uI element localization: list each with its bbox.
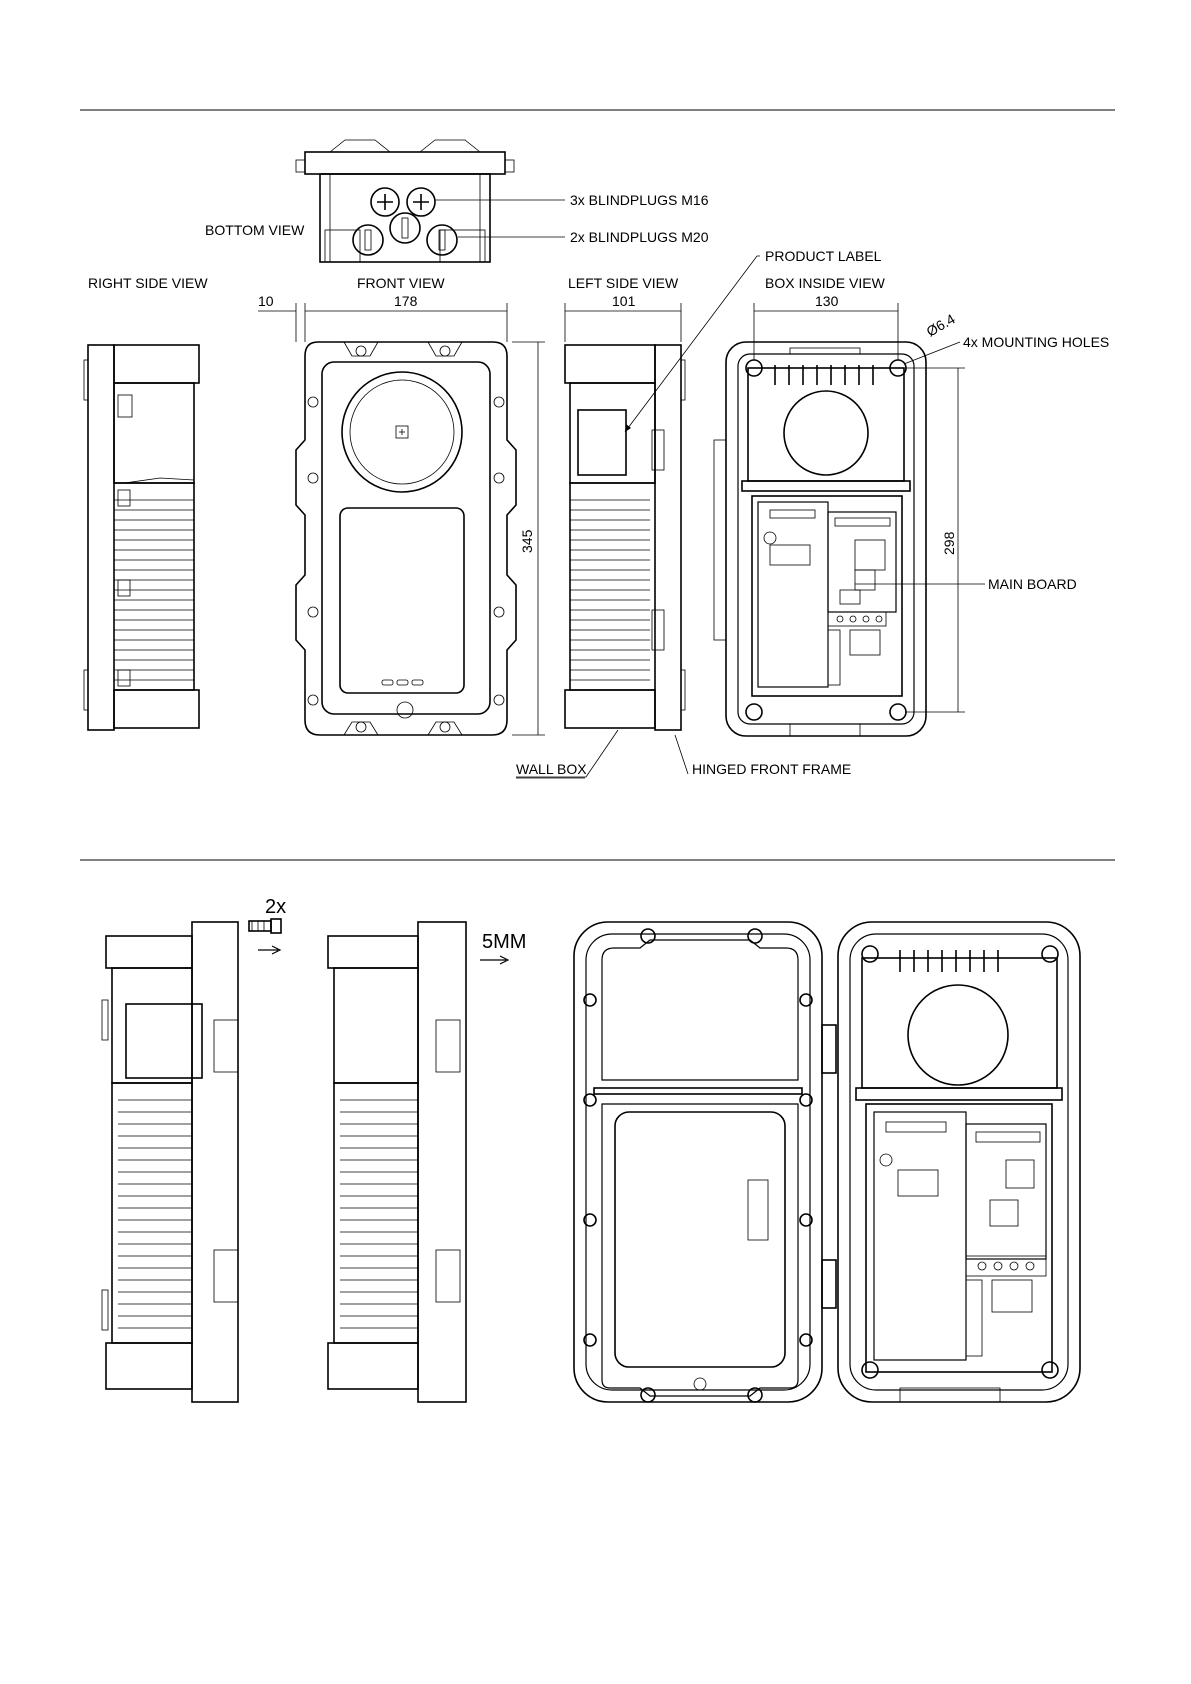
hinge-side-view-1 <box>102 922 238 1402</box>
blindplugs-m16-label: 3x BLINDPLUGS M16 <box>570 192 709 208</box>
leader-mounting-holes <box>904 342 960 364</box>
bottom-view-drawing <box>296 140 514 262</box>
dimension-hole-spacing: 298 <box>941 531 957 555</box>
right-side-fins <box>114 500 194 680</box>
wall-box-label: WALL BOX <box>516 761 587 777</box>
blindplugs-m20-label: 2x BLINDPLUGS M20 <box>570 229 709 245</box>
front-view-label: FRONT VIEW <box>357 275 445 291</box>
dimension-side-depth: 101 <box>612 293 636 309</box>
screw-icon <box>249 919 281 933</box>
screw-arrow-icon <box>258 946 280 954</box>
hinge-side-view-1-fins <box>118 1100 192 1328</box>
box-inside-view-drawing <box>714 342 926 736</box>
front-view-drawing <box>296 342 516 735</box>
hinge-connectors <box>822 1025 836 1308</box>
hinge-side-view-2 <box>328 922 466 1402</box>
dimension-lines-front <box>258 303 545 735</box>
main-board-label: MAIN BOARD <box>988 576 1077 592</box>
left-side-view-drawing <box>565 345 685 730</box>
product-label-label: PRODUCT LABEL <box>765 248 882 264</box>
hinged-front-frame-label: HINGED FRONT FRAME <box>692 761 851 777</box>
shift-label: 5MM <box>482 931 526 953</box>
open-wall-box <box>838 922 1080 1402</box>
dimension-front-width: 178 <box>394 293 418 309</box>
open-box-vent-slots <box>900 950 998 972</box>
dimension-lines-inside <box>754 303 965 712</box>
left-side-fins <box>570 500 650 680</box>
shift-arrow-icon <box>480 956 508 964</box>
open-front-frame <box>574 922 822 1402</box>
screws-count-label: 2x <box>265 896 286 918</box>
right-side-view-label: RIGHT SIDE VIEW <box>88 275 208 291</box>
dimension-offset: 10 <box>258 293 274 309</box>
dimension-height: 345 <box>519 529 535 553</box>
box-inside-view-label: BOX INSIDE VIEW <box>765 275 886 291</box>
dimension-inside-width: 130 <box>815 293 839 309</box>
right-side-view-drawing <box>84 345 199 730</box>
mounting-holes-label: 4x MOUNTING HOLES <box>963 334 1109 350</box>
leader-hinged-frame <box>675 735 688 774</box>
bottom-view-label: BOTTOM VIEW <box>205 222 305 238</box>
hinge-side-view-2-fins <box>340 1100 418 1328</box>
hole-diameter-label: Ø6.4 <box>924 310 958 339</box>
left-side-view-label: LEFT SIDE VIEW <box>568 275 679 291</box>
